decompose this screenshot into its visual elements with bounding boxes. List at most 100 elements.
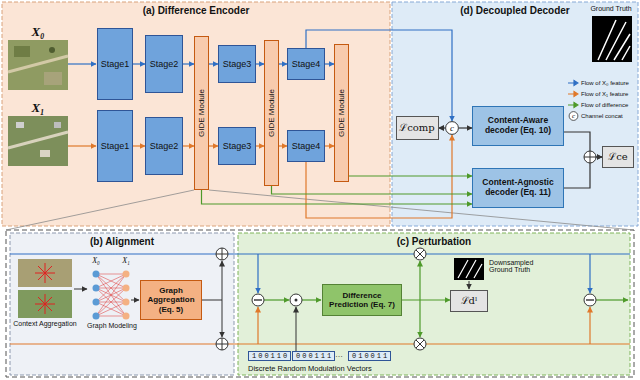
graph-label: X₁	[119, 256, 133, 265]
image-road	[8, 56, 68, 72]
legend-line-sample	[568, 100, 579, 110]
flow-arrow	[133, 145, 145, 146]
graph-label: X₀	[89, 256, 103, 265]
symbol-mark	[216, 338, 228, 350]
flow-arrow	[256, 145, 264, 146]
image-label: X₁	[26, 100, 50, 116]
flow-arrow	[257, 254, 258, 293]
flow-arrow	[272, 186, 473, 194]
ground-truth-image	[592, 16, 632, 62]
flow-arrow	[202, 261, 222, 300]
flow-arrow	[279, 145, 287, 146]
symbol-circle	[414, 338, 426, 350]
flow-arrow	[296, 307, 297, 351]
flow-arrow	[564, 157, 602, 188]
x0-flow-line	[10, 253, 630, 254]
node-text: ℒcomp	[399, 122, 435, 134]
image-road	[8, 132, 68, 148]
satellite-image	[8, 40, 68, 90]
dot-symbol	[290, 294, 302, 306]
panel: (a) Difference EncoderStage1Stage2GIDE M…	[2, 2, 390, 226]
gide-module: GIDE Module	[334, 44, 349, 182]
symbol-circle	[216, 248, 228, 260]
image-label: X₀	[26, 24, 50, 40]
context-image	[18, 259, 72, 287]
flow-arrow	[222, 300, 223, 337]
stage-block: Stage4	[287, 130, 325, 162]
image-field	[14, 46, 30, 57]
flow-arrow	[349, 175, 472, 176]
panel-title: (c) Perturbation	[397, 236, 471, 248]
symbol-mark	[586, 299, 594, 300]
node-text: Stage2	[150, 141, 179, 151]
input-arrow	[68, 63, 96, 64]
flow-arrow	[325, 63, 334, 64]
flow-arrow	[133, 63, 145, 64]
legend-item: Flow of X₀ feature	[568, 78, 638, 88]
loss-box: ℒce	[602, 146, 634, 168]
loss-box: ℒdˡ	[450, 290, 488, 312]
flow-arrow	[279, 63, 287, 64]
loss-box: ℒcomp	[396, 116, 439, 140]
legend-text: Flow of X₀ feature	[581, 79, 629, 87]
concat-circle-shape	[446, 122, 459, 135]
add-symbol	[584, 151, 596, 163]
add-symbol	[216, 338, 228, 350]
downsampled-gt-image	[454, 258, 484, 280]
panel: (b) AlignmentGraph Aggregation (Eq. 5)	[10, 233, 234, 375]
flow-arrow	[183, 145, 194, 146]
flow-arrow	[589, 307, 590, 344]
decoder-box: Content-Agnostic decoder (Eq. 11)	[472, 168, 564, 208]
graph-node	[123, 299, 130, 306]
symbol-circle	[584, 294, 596, 306]
bit-vector: 010011	[348, 351, 391, 361]
multiply-symbol	[414, 248, 426, 260]
node-text: GIDE Module	[197, 89, 206, 137]
panel-title: (a) Difference Encoder	[143, 5, 250, 17]
node-text: Stage2	[150, 59, 179, 69]
flow-arrow	[325, 145, 334, 146]
panel-title: (d) Decoupled Decoder	[460, 5, 569, 17]
stage-block: Stage2	[145, 35, 183, 93]
node-text: Stage4	[292, 59, 321, 69]
node-text: Stage1	[101, 59, 130, 69]
input-arrow	[68, 145, 96, 146]
flow-arrow	[459, 127, 472, 128]
flow-arrow	[183, 63, 194, 64]
multiply-symbol	[414, 338, 426, 350]
node-text: Difference Prediction (Eq. 7)	[325, 291, 399, 309]
legend-arrow	[568, 103, 578, 108]
graph-node	[123, 313, 130, 320]
symbol-circle	[584, 151, 596, 163]
graph-node	[93, 313, 100, 320]
aggregation-box: Graph Aggregation (Eq. 5)	[140, 280, 202, 320]
concat-circle: c	[445, 121, 459, 135]
ground-truth-stripes	[598, 20, 630, 60]
bit-vector: 000111	[292, 351, 335, 361]
symbol-mark	[584, 151, 596, 163]
node-text: Stage3	[223, 141, 252, 151]
legend-text: Flow of X₁ feature	[581, 90, 628, 98]
flow-arrow	[302, 299, 321, 300]
symbol-mark	[416, 250, 424, 258]
flow-arrow	[306, 30, 452, 121]
flow-arrow	[131, 300, 139, 301]
symbol-mark	[416, 340, 424, 348]
flow-arrow	[209, 145, 218, 146]
flow-arrow	[202, 190, 473, 204]
flow-arrow	[256, 63, 264, 64]
legend-item: Flow of difference	[568, 100, 638, 110]
bit-vector: 100110	[248, 351, 291, 361]
satellite-image	[8, 116, 68, 166]
legend-line-sample	[568, 78, 579, 88]
detail-frame	[6, 230, 634, 377]
panel-title: (b) Alignment	[90, 236, 154, 248]
context-star	[35, 263, 55, 283]
symbol-circle	[290, 294, 302, 306]
node-text: GIDE Module	[337, 89, 346, 137]
x1-flow-line	[10, 343, 630, 344]
symbol-mark	[216, 248, 228, 260]
flow-arrow	[469, 281, 470, 289]
